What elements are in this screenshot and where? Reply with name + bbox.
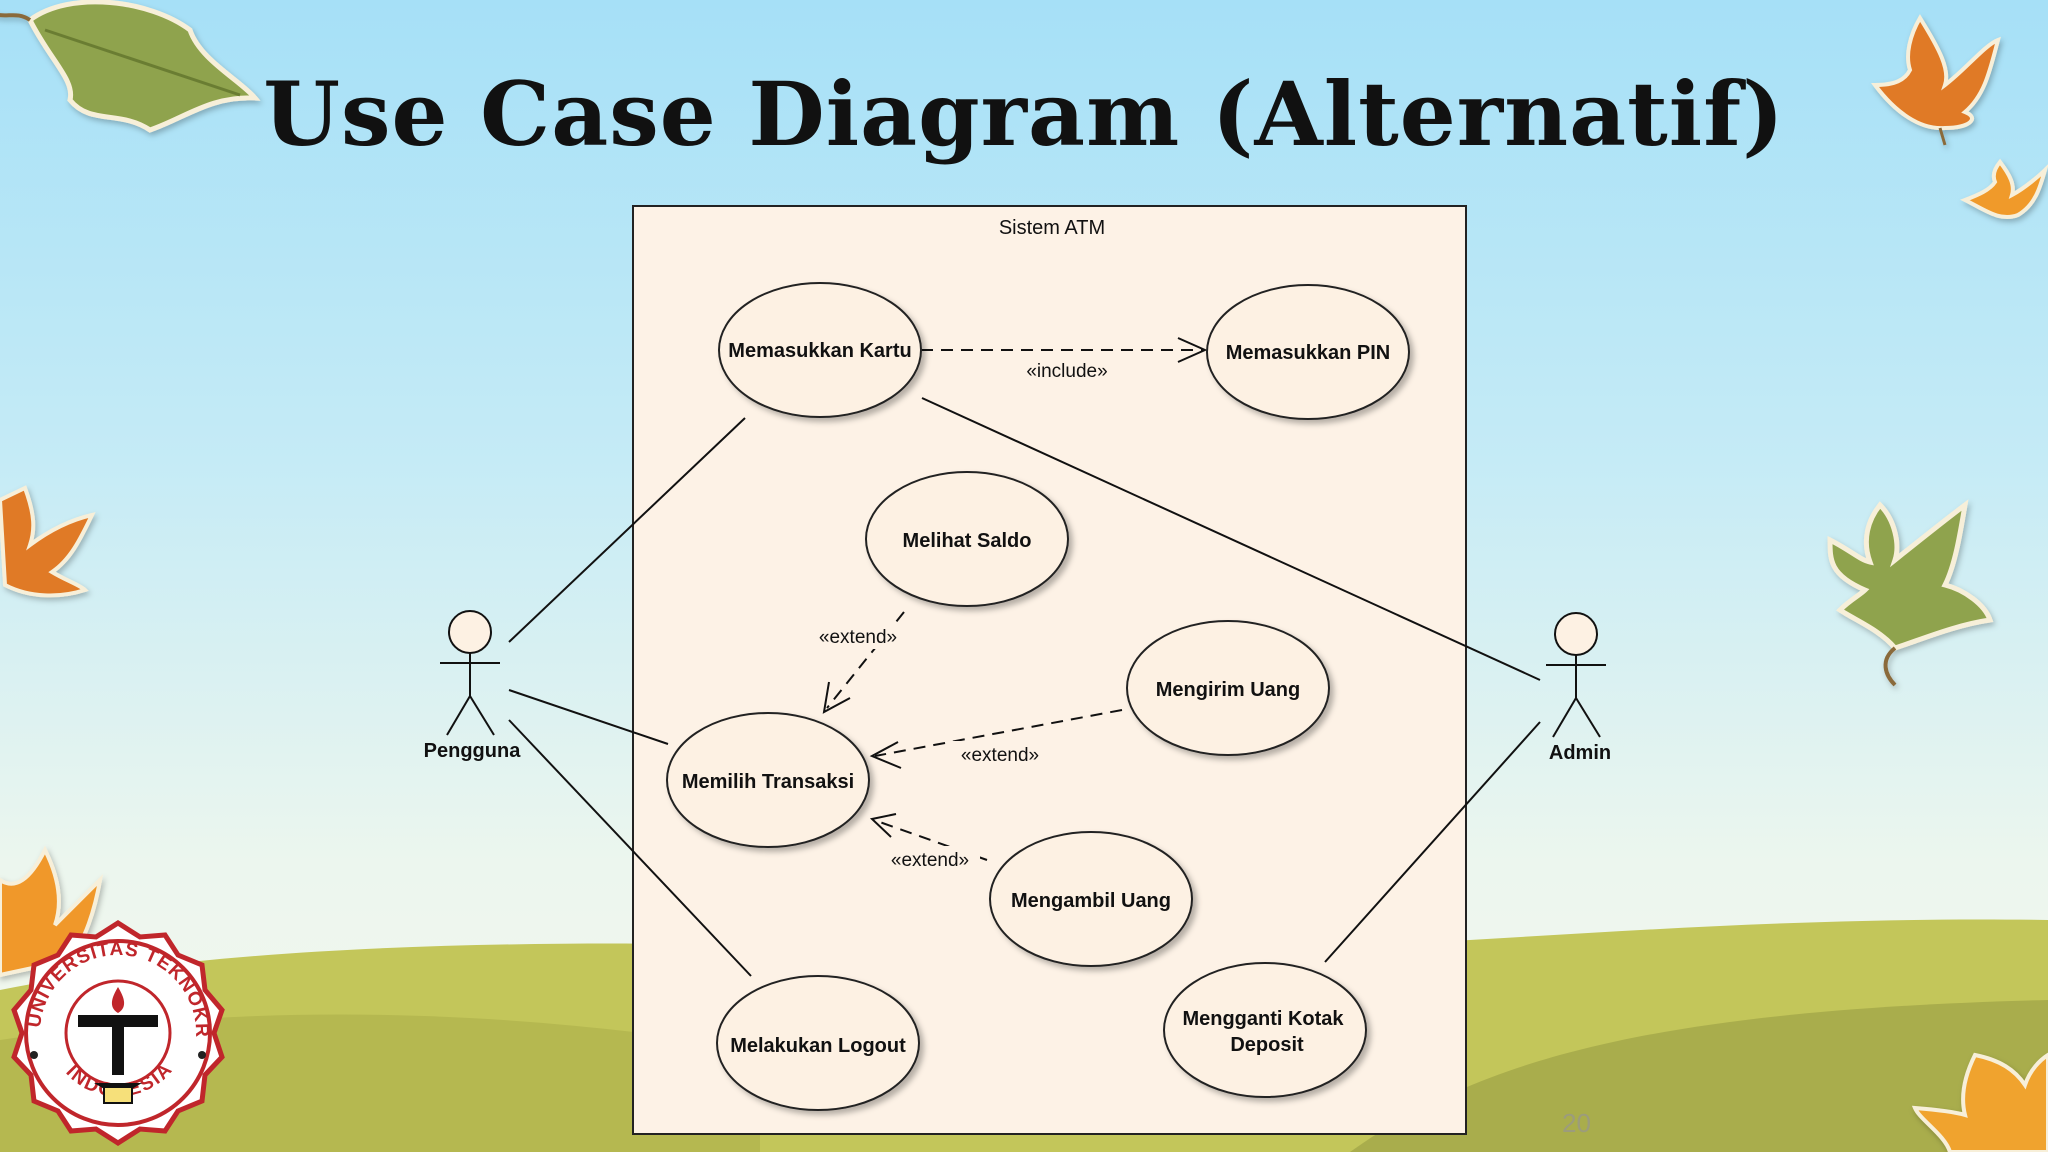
- use-case-label: Memasukkan Kartu: [728, 340, 911, 362]
- use-case-label: Memasukkan PIN: [1226, 342, 1391, 364]
- actor-pengguna: [440, 610, 500, 736]
- arrowhead: [1177, 337, 1208, 363]
- hill-front-right: [1350, 1000, 2048, 1152]
- association-line: [1324, 721, 1541, 963]
- use-case-mengambil-uang: Mengambil Uang: [989, 831, 1193, 967]
- leaf-icon: [1960, 158, 2048, 220]
- association-line: [508, 719, 752, 977]
- leaf-icon: [0, 485, 96, 598]
- slide-number: 20: [1562, 1108, 1591, 1138]
- extend-label: «extend»: [819, 627, 897, 648]
- use-case-label: Memilih Transaksi: [682, 771, 854, 793]
- leaf-icon: [0, 0, 261, 133]
- use-case-label: Mengganti Kotak: [1182, 1008, 1344, 1030]
- arrowhead: [869, 741, 902, 769]
- include-label: «include»: [1026, 361, 1107, 382]
- use-case-melakukan-logout: Melakukan Logout: [716, 975, 920, 1111]
- actor-head: [1554, 612, 1598, 656]
- use-case-masukkan-pin: Memasukkan PIN: [1206, 284, 1410, 420]
- use-case-memilih-transaksi: Memilih Transaksi: [666, 712, 870, 848]
- use-case-label: Melihat Saldo: [903, 530, 1032, 552]
- use-case-masukkan-kartu: Memasukkan Kartu: [718, 282, 922, 418]
- arrowhead: [869, 813, 897, 838]
- actor-admin: [1546, 612, 1606, 738]
- use-case-label: Mengambil Uang: [1011, 890, 1171, 912]
- leaf-icon: [1911, 1052, 2048, 1152]
- actor-head: [448, 610, 492, 654]
- use-case-melihat-saldo: Melihat Saldo: [865, 471, 1069, 607]
- use-case-label: Melakukan Logout: [730, 1035, 906, 1057]
- slide-title: Use Case Diagram (Alternatif): [263, 62, 1785, 166]
- leaf-icon: [1827, 499, 1994, 687]
- use-case-label: Mengirim Uang: [1156, 679, 1300, 701]
- leaf-icon: [1871, 14, 2001, 146]
- actor-label: Admin: [1549, 742, 1611, 764]
- association-lines: [508, 397, 1541, 977]
- association-line: [508, 689, 669, 745]
- extend-label: «extend»: [891, 850, 969, 871]
- association-line: [921, 397, 1541, 681]
- arrowheads: [822, 337, 1208, 838]
- system-boundary-label: Sistem ATM: [999, 217, 1105, 239]
- association-line: [508, 417, 746, 643]
- extend-line-kirim: [874, 709, 1123, 757]
- use-case-mengirim-uang: Mengirim Uang: [1126, 620, 1330, 756]
- arrowhead: [822, 681, 851, 714]
- use-case-mengganti-kotak-deposit: Mengganti Kotak Deposit: [1163, 962, 1367, 1098]
- actor-label: Pengguna: [424, 740, 522, 762]
- use-case-label: Deposit: [1230, 1034, 1304, 1056]
- extend-label: «extend»: [961, 745, 1039, 766]
- university-logo: UNIVERSITAS TEKNOKRAT INDONESIA: [0, 915, 225, 1146]
